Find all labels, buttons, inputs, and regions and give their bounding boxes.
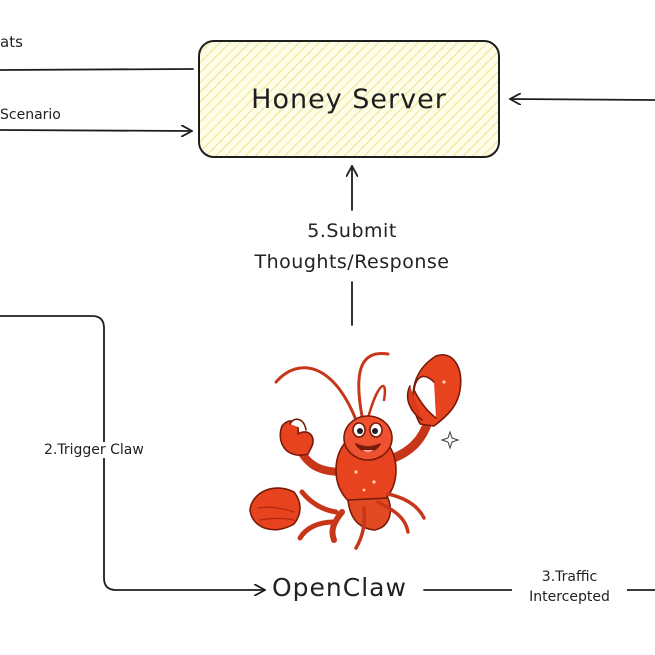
right-incoming-arrow bbox=[509, 99, 655, 100]
scenario-label: Scenario bbox=[0, 107, 61, 123]
lobster-icon bbox=[249, 351, 462, 550]
honey-server-title: Honey Server bbox=[251, 83, 447, 115]
traffic-label-line1: 3.Traffic bbox=[541, 569, 598, 585]
stats-label: ats bbox=[0, 33, 23, 51]
scenario-arrow bbox=[0, 130, 193, 131]
honey-server-box: Honey Server bbox=[198, 40, 500, 158]
submit-label-line2: Thoughts/Response bbox=[254, 251, 450, 273]
stats-connector bbox=[0, 68, 194, 71]
submit-label: 5.Submit Thoughts/Response bbox=[222, 216, 482, 278]
traffic-label-line2: Intercepted bbox=[529, 589, 610, 605]
traffic-intercepted-label: 3.Traffic Intercepted bbox=[512, 567, 627, 607]
submit-label-line1: 5.Submit bbox=[307, 220, 397, 242]
openclaw-label: OpenClaw bbox=[272, 573, 407, 602]
trigger-claw-label: 2.Trigger Claw bbox=[42, 442, 146, 458]
